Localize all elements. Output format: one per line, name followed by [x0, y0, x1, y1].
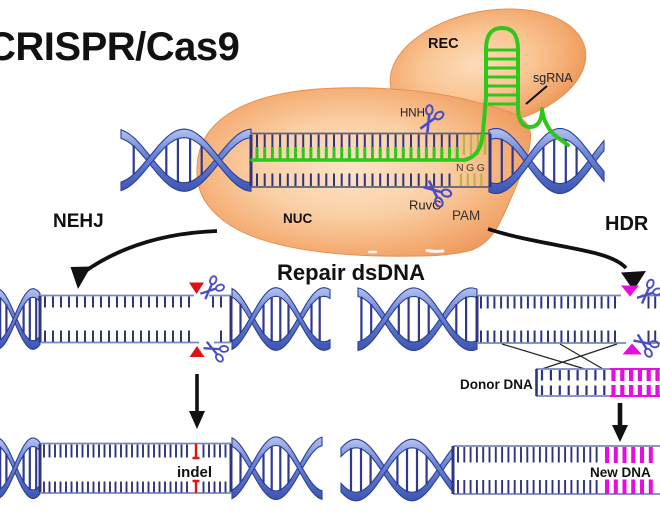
svg-text:PAM: PAM — [452, 208, 480, 223]
svg-text:Donor DNA: Donor DNA — [460, 377, 533, 392]
svg-text:sgRNA: sgRNA — [533, 71, 573, 85]
svg-text:CRISPR/Cas9: CRISPR/Cas9 — [0, 25, 239, 69]
svg-text:New DNA: New DNA — [590, 465, 651, 480]
svg-text:HNH: HNH — [400, 108, 425, 120]
svg-text:Repair dsDNA: Repair dsDNA — [277, 260, 425, 285]
svg-text:NGG: NGG — [456, 162, 487, 174]
svg-text:REC: REC — [428, 36, 459, 52]
svg-text:RuvC: RuvC — [409, 198, 442, 213]
svg-text:NUC: NUC — [283, 211, 312, 226]
svg-text:HDR: HDR — [605, 213, 649, 235]
svg-text:NEHJ: NEHJ — [53, 211, 104, 232]
svg-text:indel: indel — [177, 464, 212, 481]
